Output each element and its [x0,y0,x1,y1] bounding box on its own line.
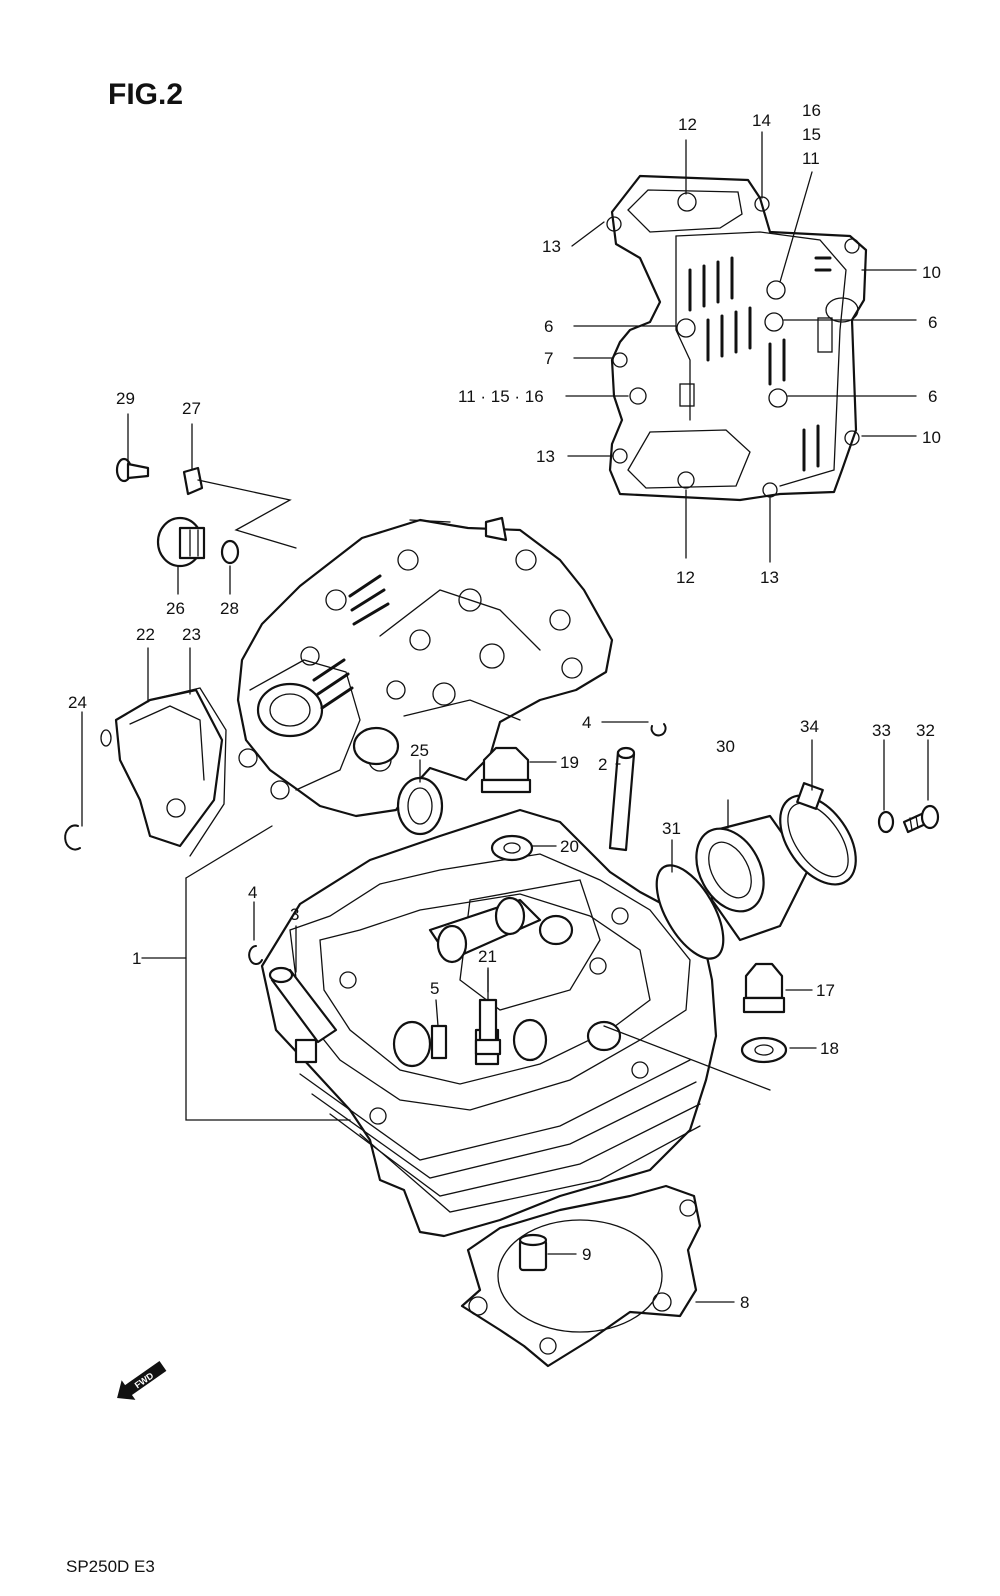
callout-13: 13 [542,237,561,256]
callout-6: 6 [928,313,937,332]
cap-nut-19 [480,746,532,794]
callout-16: 16 [802,101,821,120]
valve-guide-2 [608,746,636,852]
callout-4: 4 [582,713,591,732]
callout-4: 4 [248,883,257,902]
callout-11-15-16: 11 · 15 · 16 [458,387,544,406]
callout-18: 18 [820,1039,839,1058]
callout-32: 32 [916,721,935,740]
callout-2: 2 [598,755,607,774]
washer-20 [490,834,534,862]
model-code: SP250D E3 [66,1557,155,1576]
cap-gasket [149,687,227,857]
callout-11: 11 [802,149,820,168]
cap-nut-17 [742,962,786,1014]
callout-8: 8 [740,1293,749,1312]
callout-12: 12 [676,568,695,587]
o-ring-25 [396,776,444,836]
callout-7: 7 [544,349,553,368]
cylinder-head-gasket [460,1184,702,1368]
assembly-line-27 [197,479,297,549]
intake-pipe [695,814,810,942]
lock-plate [182,466,204,496]
hose-clamp [779,782,857,886]
callout-3: 3 [290,905,299,924]
callout-17: 17 [816,981,835,1000]
callout-13: 13 [760,568,779,587]
circlip-lower [248,945,263,965]
valve-guide-3 [268,966,338,1044]
callout-14: 14 [752,111,771,130]
callout-13: 13 [536,447,555,466]
o-ring-31 [655,864,725,960]
callout-24: 24 [68,693,87,712]
tappet-plug [156,516,206,568]
callout-5: 5 [430,979,439,998]
callout-22: 22 [136,625,155,644]
washer-33 [877,810,895,834]
callout-9: 9 [582,1245,591,1264]
spark-plug [474,969,502,1056]
callout-30: 30 [716,737,735,756]
callout-6: 6 [928,387,937,406]
leader-1-top [185,825,273,879]
leader-1-bracket [185,877,351,1121]
callout-27: 27 [182,399,201,418]
callout-29: 29 [116,389,135,408]
callout-23: 23 [182,625,201,644]
callout-21: 21 [478,947,497,966]
callout-10: 10 [922,428,941,447]
callout-15: 15 [802,125,821,144]
head-cover-gasket [606,174,868,502]
callout-1: 1 [132,949,141,968]
callout-33: 33 [872,721,891,740]
cylinder-head-cover [236,516,614,818]
callout-26: 26 [166,599,185,618]
washer-18 [740,1036,788,1064]
callout-25: 25 [410,741,429,760]
circlip-upper [650,723,667,737]
callout-28: 28 [220,599,239,618]
callout-labels: 12 14 16 15 11 13 10 6 6 7 11 · 15 · 16 … [68,101,941,1312]
callout-20: 20 [560,837,579,856]
screw-32 [902,804,940,834]
o-ring-28 [220,539,240,565]
leader-lines [81,131,929,1303]
forward-arrow-icon: FWD [117,1361,167,1400]
callout-6: 6 [544,317,553,336]
callout-12: 12 [678,115,697,134]
dowel-pin [518,1233,548,1272]
inspection-cap [100,688,224,848]
callout-10: 10 [922,263,941,282]
callout-31: 31 [662,819,681,838]
circlip-24 [64,824,81,851]
screw-29 [115,457,150,483]
figure-title: FIG.2 [108,78,183,111]
callout-19: 19 [560,753,579,772]
callout-34: 34 [800,717,819,736]
